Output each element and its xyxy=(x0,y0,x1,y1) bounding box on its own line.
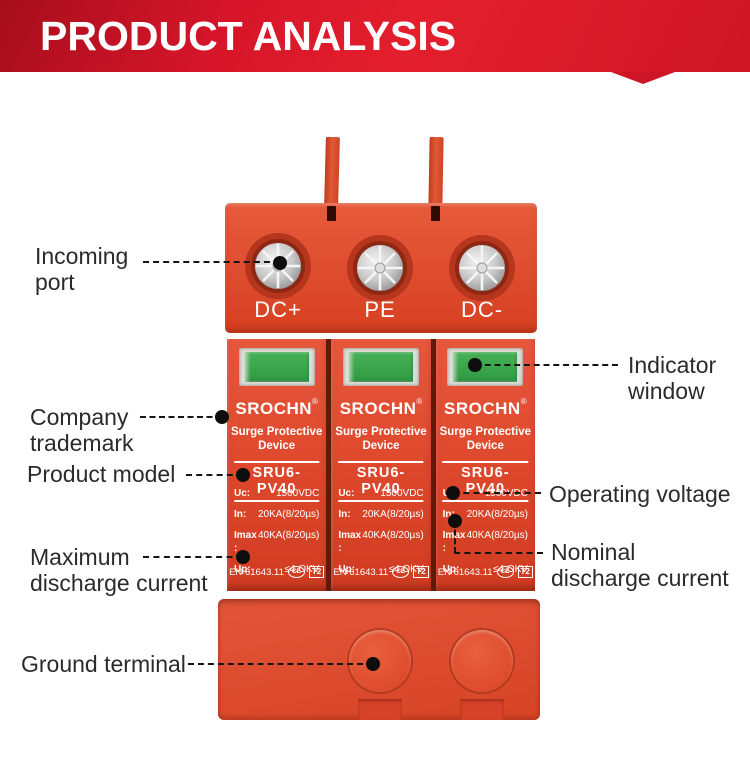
indicator-window-green xyxy=(453,352,518,382)
registered-mark: ® xyxy=(416,397,423,406)
indicator-window xyxy=(238,348,315,386)
annotation-dot-ground-terminal xyxy=(366,657,380,671)
test-class-badge: T2 xyxy=(413,566,429,578)
spd-module-3: SROCHN® Surge Protective Device SRU6-PV4… xyxy=(435,339,535,591)
spd-module-2: SROCHN® Surge Protective Device SRU6-PV4… xyxy=(331,339,431,591)
device-type-text: Surge Protective Device xyxy=(230,426,323,452)
test-class-badge: T2 xyxy=(308,566,325,578)
annotation-dot-product-model xyxy=(236,468,250,482)
annotation-dot-indicator-window xyxy=(468,358,482,372)
page-title: PRODUCT ANALYSIS xyxy=(40,13,457,59)
annotation-line-product-model xyxy=(186,474,243,476)
registered-mark: ® xyxy=(312,397,318,406)
certification-row: EN 61643.11 CE T2 xyxy=(227,566,326,578)
indicator-window-green xyxy=(244,352,309,382)
mounting-pin-left xyxy=(324,136,340,208)
product-model-text: SRU6-PV40 xyxy=(233,461,320,502)
screw-terminal-icon xyxy=(449,235,515,301)
annotation-line-maximum-discharge xyxy=(143,556,243,558)
spd-module-row: SROCHN® Surge Protective Device SRU6-PV4… xyxy=(227,339,535,591)
label-ground-terminal: Ground terminal xyxy=(21,651,186,677)
annotation-line-indicator-window xyxy=(475,364,618,366)
spec-in: In:20KA(8/20µs) xyxy=(442,509,528,520)
ce-mark-icon: CE xyxy=(496,566,514,578)
annotation-dot-incoming-port xyxy=(273,256,287,270)
base-notch xyxy=(358,699,402,720)
label-operating-voltage: Operating voltage xyxy=(549,481,731,507)
screw-terminal-icon xyxy=(347,235,413,301)
spec-in: In:20KA(8/20µs) xyxy=(338,509,424,520)
label-product-model: Product model xyxy=(27,461,176,487)
indicator-window xyxy=(447,348,524,386)
annotation-line-ground-terminal xyxy=(188,663,373,665)
ground-terminal-knockout-left xyxy=(349,630,411,692)
device-terminal-section: DC+ PE DC- xyxy=(225,203,537,333)
product-model-text: SRU6-PV40 xyxy=(338,461,424,502)
terminal-label-dc-plus: DC+ xyxy=(254,297,302,322)
terminal-label-dc-minus: DC- xyxy=(460,297,504,322)
label-maximum-discharge-current: Maximum discharge current xyxy=(30,544,208,596)
annotation-line-nominal-horizontal xyxy=(454,552,543,554)
certification-row: EN 61643.11 CE T2 xyxy=(331,566,430,578)
base-notch xyxy=(460,699,504,720)
standard-text: EN 61643.11 xyxy=(437,566,493,578)
header-banner xyxy=(0,0,750,72)
spec-imax: Imax :40KA(8/20µs) xyxy=(338,530,424,554)
spec-uc: Uc:1500VDC xyxy=(338,488,424,499)
label-incoming-port: Incoming port xyxy=(35,243,129,295)
pin-slot xyxy=(431,206,440,221)
standard-text: EN 61643.11 xyxy=(333,566,389,578)
annotation-line-incoming-port xyxy=(143,261,280,263)
brand-logo: SROCHN® xyxy=(444,397,527,418)
spec-uc: Uc:1500VDC xyxy=(234,488,320,499)
registered-mark: ® xyxy=(520,397,527,406)
spd-module-1: SROCHN® Surge Protective Device SRU6-PV4… xyxy=(227,339,327,591)
annotation-line-operating-voltage xyxy=(453,492,541,494)
device-type-text: Surge Protective Device xyxy=(439,426,532,452)
label-nominal-discharge-current: Nominal discharge current xyxy=(551,539,729,591)
annotation-line-nominal-vertical xyxy=(454,521,456,553)
ce-mark-icon: CE xyxy=(392,566,410,578)
spec-imax: Imax :40KA(8/20µs) xyxy=(234,530,320,554)
annotation-dot-nominal-discharge xyxy=(448,514,462,528)
brand-logo: SROCHN® xyxy=(235,397,318,418)
terminal-label-pe: PE xyxy=(364,297,396,322)
brand-logo: SROCHN® xyxy=(339,397,423,418)
ground-terminal-knockout-right xyxy=(451,630,513,692)
mounting-pin-right xyxy=(428,136,444,208)
label-indicator-window: Indicator window xyxy=(628,352,717,404)
annotation-dot-company-trademark xyxy=(215,410,229,424)
spec-in: In:20KA(8/20µs) xyxy=(234,509,320,520)
indicator-window-green xyxy=(348,352,413,382)
device-type-text: Surge Protective Device xyxy=(335,426,427,452)
certification-row: EN 61643.11 CE T2 xyxy=(436,566,535,578)
test-class-badge: T2 xyxy=(517,566,533,578)
banner-ribbon-notch xyxy=(611,72,675,84)
annotation-dot-operating-voltage xyxy=(446,486,460,500)
annotation-line-company-trademark xyxy=(140,416,222,418)
label-company-trademark: Company trademark xyxy=(30,404,134,456)
annotation-dot-maximum-discharge xyxy=(236,550,250,564)
indicator-window xyxy=(342,348,419,386)
standard-text: EN 61643.11 xyxy=(229,566,284,578)
ce-mark-icon: CE xyxy=(287,566,305,578)
pin-slot xyxy=(327,206,336,221)
